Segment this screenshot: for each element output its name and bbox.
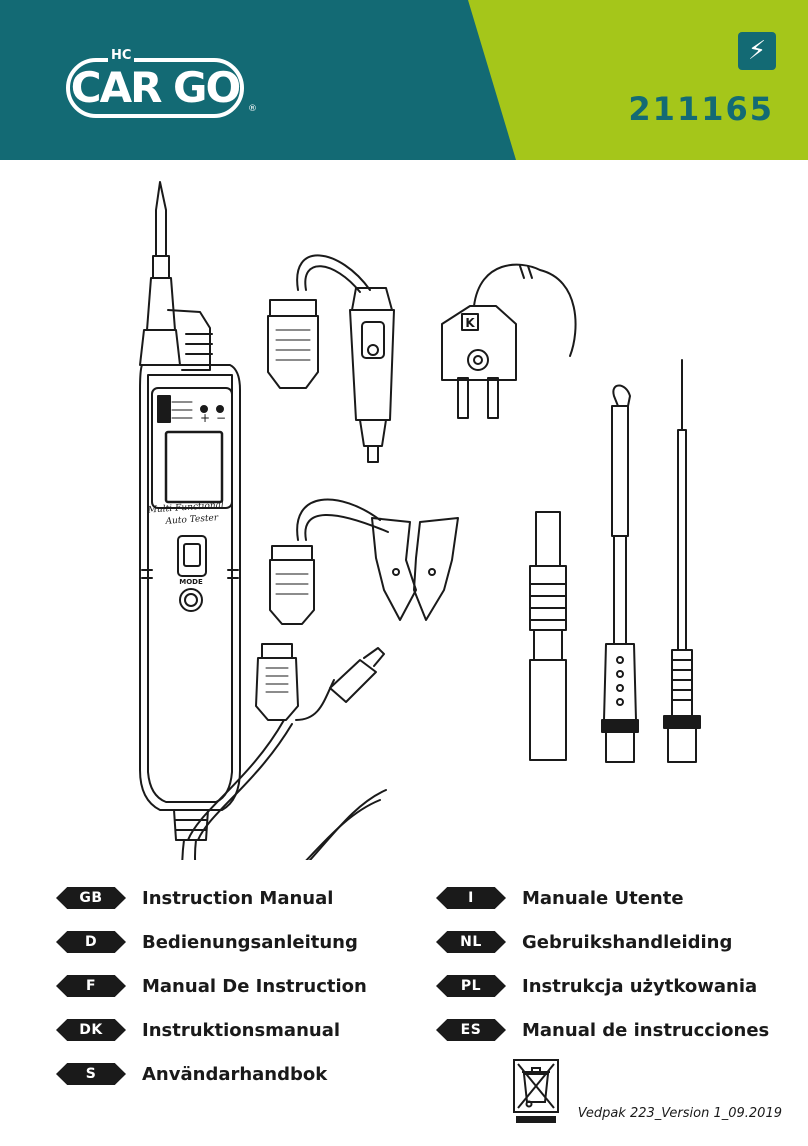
language-item: DK Instruktionsmanual [56, 1008, 367, 1052]
language-item: NL Gebruikshandleiding [436, 920, 769, 964]
lcd-screen [164, 430, 224, 504]
mode-button [179, 588, 203, 612]
led-positive [200, 405, 208, 413]
registered-mark: ® [248, 104, 257, 114]
tester-device: + − Multi-Functional Auto Tester MODE [139, 181, 241, 841]
product-illustration: + − Multi-Functional Auto Tester MODE [139, 181, 701, 860]
version-text: Vedpak 223_Version 1_09.2019 [577, 1106, 782, 1121]
cigarette-lighter-adapter [267, 254, 395, 463]
tail-cables [181, 719, 387, 860]
language-label: Gebruikshandleiding [522, 931, 733, 953]
language-code-badge: F [56, 975, 126, 997]
language-item: PL Instrukcja użytkowania [436, 964, 769, 1008]
probe-neck [139, 329, 181, 366]
language-label: Användarhandbok [142, 1063, 328, 1085]
hook-probe [601, 384, 639, 763]
language-item: I Manuale Utente [436, 876, 769, 920]
crossed-out-wheelie-bin-icon [513, 1059, 559, 1123]
language-code-badge: GB [56, 887, 126, 909]
language-code-badge: DK [56, 1019, 126, 1041]
language-label: Manuale Utente [522, 887, 684, 909]
language-item: S Användarhandbok [56, 1052, 367, 1096]
brand-prefix: HC [108, 48, 135, 64]
language-item: D Bedienungsanleitung [56, 920, 367, 964]
language-code-badge: D [56, 931, 126, 953]
language-label: Instruction Manual [142, 887, 334, 909]
language-item: ES Manual de instrucciones [436, 1008, 770, 1052]
probe-letter: K [465, 316, 475, 330]
language-code-badge: I [436, 887, 506, 909]
language-label: Bedienungsanleitung [142, 931, 358, 953]
header-background [0, 0, 808, 160]
device-brand-line2: Auto Tester [164, 513, 219, 527]
brand-logo: CAR GO HC ® [66, 48, 257, 120]
language-item: F Manual De Instruction [56, 964, 367, 1008]
lead-connector [255, 643, 299, 721]
language-list-left: GB Instruction Manual D Bedienungsanleit… [56, 876, 367, 1096]
thermocouple-plug: K [441, 263, 577, 419]
product-code: 211165 [628, 90, 774, 128]
language-label: Manual De Instruction [142, 975, 367, 997]
probe-lead [295, 647, 385, 721]
language-label: Manual de instrucciones [522, 1019, 770, 1041]
lightning-bolt-icon: ⚡︎ [738, 32, 776, 70]
probe-tip [155, 181, 167, 257]
tester-body [139, 364, 241, 811]
mode-label: MODE [179, 578, 203, 586]
indicator-leds [157, 395, 171, 423]
language-list-right: I Manuale Utente NL Gebruikshandleiding … [436, 876, 769, 1052]
language-label: Instrukcja użytkowania [522, 975, 758, 997]
extension-tube [529, 511, 567, 761]
needle-probe [663, 359, 701, 763]
probe-collar [152, 255, 170, 279]
language-label: Instruktionsmanual [142, 1019, 341, 1041]
screen-bezel [151, 387, 233, 509]
probe-shaft [146, 277, 176, 331]
battery-clamps [269, 498, 459, 625]
language-code-badge: ES [436, 1019, 506, 1041]
header-band: CAR GO HC ® ⚡︎ 211165 [0, 0, 808, 160]
svg-text:−: − [216, 411, 226, 425]
language-code-badge: PL [436, 975, 506, 997]
svg-text:+: + [200, 411, 210, 425]
language-code-badge: S [56, 1063, 126, 1085]
language-item: GB Instruction Manual [56, 876, 367, 920]
rocker-switch [177, 535, 207, 577]
language-code-badge: NL [436, 931, 506, 953]
elbow-connector [167, 309, 211, 371]
brand-name: CAR GO [66, 58, 244, 118]
led-negative [216, 405, 224, 413]
